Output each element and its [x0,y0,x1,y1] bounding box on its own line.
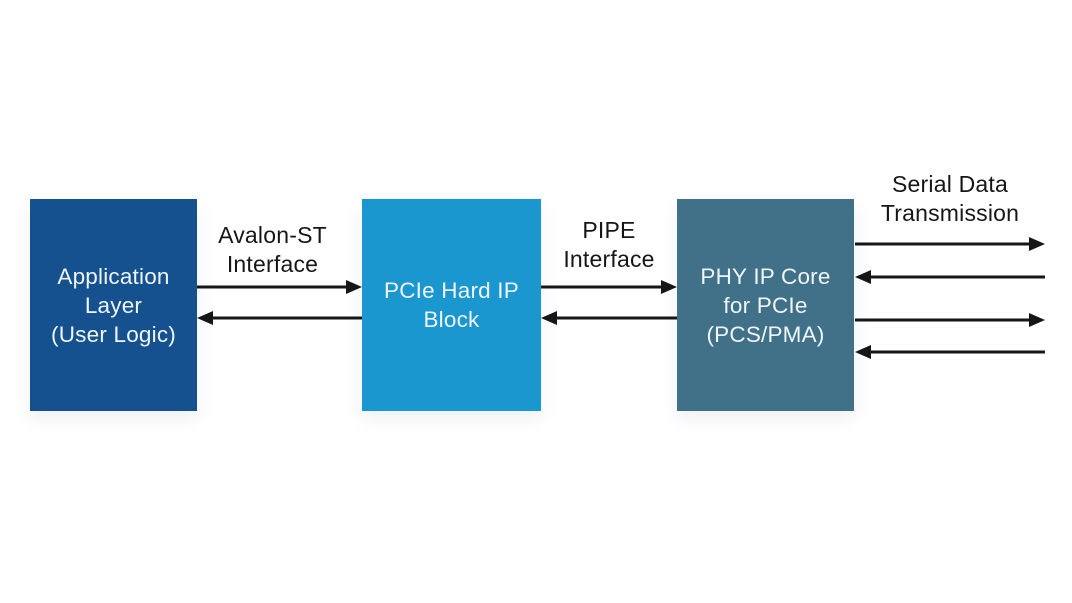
phy-ip-core-block: PHY IP Core for PCIe (PCS/PMA) [677,199,854,411]
serial-lane-3-right-arrow-icon [855,313,1045,327]
pipe-tx-arrow-icon [541,280,677,294]
avalon-rx-arrow-icon [197,311,362,325]
pcie-hard-ip-block: PCIe Hard IP Block [362,199,541,411]
phy-ip-core-label: PHY IP Core for PCIe (PCS/PMA) [700,263,831,347]
avalon-tx-arrow-icon [197,280,362,294]
pcie-hard-ip-label: PCIe Hard IP Block [384,278,519,332]
serial-lane-4-left-arrow-icon [855,345,1045,359]
serial-lane-2-left-arrow-icon [855,270,1045,284]
pipe-rx-arrow-icon [541,311,677,325]
pipe-interface-label: PIPE Interface [563,217,655,272]
serial-lane-1-right-arrow-icon [855,237,1045,251]
avalon-st-interface-label: Avalon-ST Interface [218,222,327,277]
application-layer-block: Application Layer (User Logic) [30,199,197,411]
serial-data-transmission-label: Serial Data Transmission [880,171,1020,226]
application-layer-label: Application Layer (User Logic) [51,263,176,347]
